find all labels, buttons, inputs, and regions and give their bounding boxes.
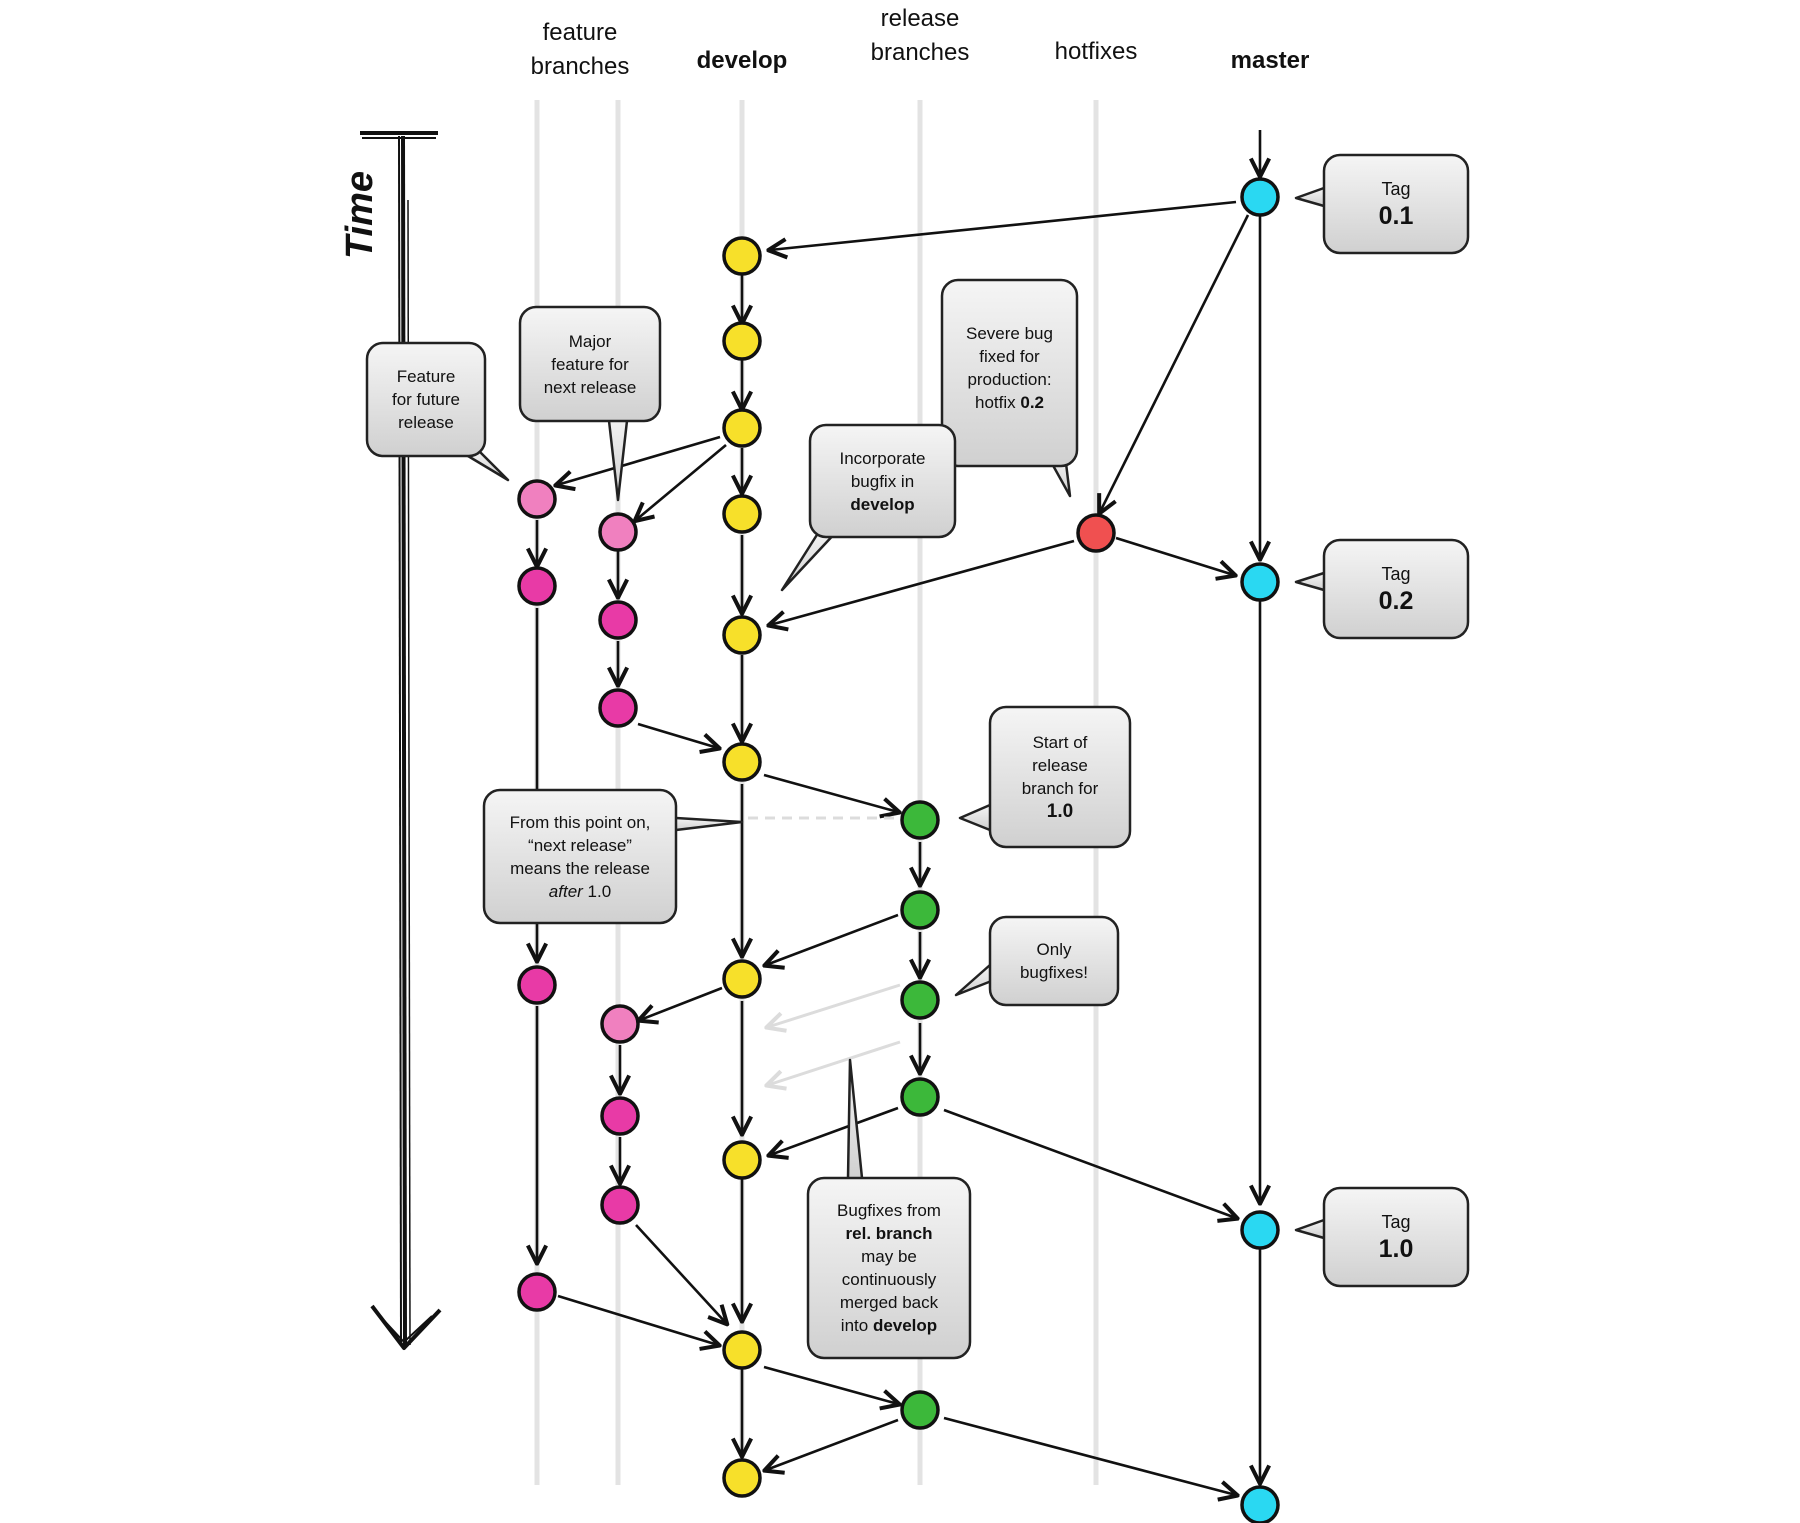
callout-text: hotfix 0.2 bbox=[975, 391, 1044, 414]
commit-nodes bbox=[517, 177, 1280, 1523]
callout-text: bugfixes! bbox=[1019, 963, 1089, 982]
callout-text: release bbox=[398, 413, 454, 432]
callout-text: after bbox=[548, 881, 583, 901]
callout-text: production: bbox=[967, 370, 1052, 389]
tag-box-1-0 bbox=[1322, 1186, 1470, 1288]
tag-word: Tag bbox=[1381, 179, 1411, 199]
column-header-hotfixes: hotfixes bbox=[1054, 38, 1138, 65]
callout-text: 0.2 bbox=[1020, 393, 1044, 412]
column-header-develop: develop bbox=[696, 47, 788, 74]
callout-text: for future bbox=[391, 390, 461, 409]
callout-text: rel. branch bbox=[845, 1224, 933, 1243]
tag-version: 1.0 bbox=[1378, 1235, 1414, 1263]
callout-only-bugfixes: Only bugfixes! bbox=[990, 917, 1118, 1005]
column-header-release: release branches bbox=[870, 5, 970, 66]
tag-version: 0.2 bbox=[1378, 587, 1414, 615]
callout-text: after 1.0 bbox=[549, 880, 611, 903]
callout-text: 1.0 bbox=[582, 881, 612, 901]
tag-1-0: Tag 1.0 bbox=[1324, 1188, 1468, 1286]
callout-text: branch for bbox=[1021, 779, 1099, 798]
release-commits bbox=[900, 800, 940, 1430]
faded-merges bbox=[748, 816, 901, 1085]
callout-text: next release bbox=[543, 377, 637, 397]
tag-version: 0.1 bbox=[1378, 202, 1414, 230]
callout-text: Severe bug bbox=[966, 324, 1053, 343]
callout-text: release bbox=[1032, 756, 1088, 775]
feature-commits bbox=[517, 479, 640, 1312]
callout-text: From this point on, bbox=[509, 812, 651, 832]
tag-word: Tag bbox=[1381, 1212, 1411, 1232]
connections bbox=[537, 130, 1260, 1495]
callout-text: Start of bbox=[1032, 733, 1088, 752]
tag-0-1: Tag 0.1 bbox=[1324, 155, 1468, 253]
callout-text: merged back bbox=[839, 1293, 939, 1312]
callout-text: 1.0 bbox=[1046, 801, 1074, 822]
tag-0-2: Tag 0.2 bbox=[1324, 540, 1468, 638]
callout-bugfixes-from: Bugfixes from rel. branch may be continu… bbox=[808, 1178, 970, 1358]
callout-text: bugfix in bbox=[850, 471, 915, 491]
callout-text: develop bbox=[872, 1316, 938, 1335]
callout-text: into bbox=[840, 1316, 873, 1335]
callout-text: “next release” bbox=[528, 835, 632, 855]
column-header-master: master bbox=[1230, 47, 1310, 74]
callout-text: feature for bbox=[551, 354, 629, 374]
master-commit-tag-1-0 bbox=[1240, 1210, 1280, 1250]
callout-text: develop bbox=[850, 494, 915, 514]
tag-box-0-1 bbox=[1322, 153, 1470, 255]
callout-major-feature: Major feature for next release bbox=[520, 307, 660, 421]
callout-text: Incorporate bbox=[839, 448, 926, 468]
callout-severe-bug: Severe bug fixed for production: hotfix … bbox=[942, 280, 1077, 466]
callout-text: Major bbox=[568, 331, 612, 351]
column-header-feature: feature branches bbox=[530, 19, 630, 80]
hotfix-commit bbox=[1076, 513, 1116, 553]
master-commits bbox=[1240, 177, 1280, 1523]
callout-incorporate: Incorporate bugfix in develop bbox=[810, 425, 955, 537]
master-commit-final bbox=[1240, 1485, 1280, 1523]
time-axis-label: Time bbox=[339, 170, 381, 259]
develop-commits bbox=[722, 236, 762, 1498]
callout-text: into develop bbox=[841, 1314, 937, 1337]
callout-start-release: Start of release branch for 1.0 bbox=[990, 707, 1130, 847]
callout-text: continuously bbox=[841, 1270, 937, 1289]
callout-text: fixed for bbox=[979, 347, 1040, 366]
callout-next-release: From this point on, “next release” means… bbox=[484, 790, 676, 923]
callout-text: may be bbox=[861, 1247, 917, 1266]
callout-text: means the release bbox=[510, 858, 650, 878]
callout-text: hotfix bbox=[975, 393, 1021, 412]
callout-text: Only bbox=[1036, 940, 1072, 959]
time-axis bbox=[360, 131, 442, 1350]
callout-pointers bbox=[457, 186, 1325, 1240]
callout-feature-future: Feature for future release bbox=[367, 343, 485, 456]
callout-text: Feature bbox=[396, 367, 456, 386]
callout-boxes bbox=[365, 153, 1470, 1360]
tag-word: Tag bbox=[1381, 564, 1411, 584]
master-commit-tag-0-2 bbox=[1240, 562, 1280, 602]
tag-box-0-2 bbox=[1322, 538, 1470, 640]
master-commit-tag-0-1 bbox=[1240, 177, 1280, 217]
callout-text: Bugfixes from bbox=[837, 1201, 941, 1220]
